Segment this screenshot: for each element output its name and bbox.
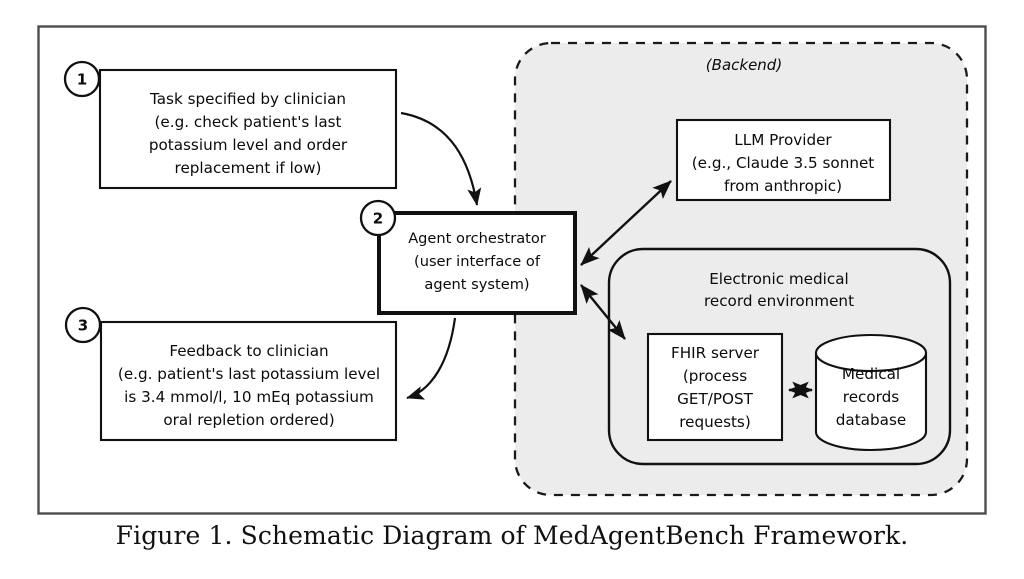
arrow-orchestrator-emr [580, 284, 626, 340]
llm-provider-line2: (e.g., Claude 3.5 sonnet [692, 154, 875, 172]
figure-caption: Figure 1. Schematic Diagram of MedAgentB… [115, 521, 909, 550]
arrow-orchestrator-to-feedback [406, 317, 457, 400]
feedback-box-line1: Feedback to clinician [169, 342, 328, 360]
database-cylinder [814, 333, 928, 452]
fhir-server-line2: (process [683, 367, 747, 385]
arrow-task-to-orchestrator [400, 111, 482, 206]
arrow-orchestrator-llm [580, 180, 672, 266]
orchestrator-line1: Agent orchestrator [408, 230, 546, 247]
fhir-server-line3: GET/POST [677, 390, 754, 408]
feedback-box-line4: oral repletion ordered) [163, 411, 334, 429]
llm-provider-line1: LLM Provider [734, 131, 832, 149]
step-badge-2: 2 [359, 199, 397, 237]
database-line1: Medical [842, 365, 900, 383]
task-box-line2: (e.g. check patient's last [154, 113, 341, 131]
feedback-box-line2: (e.g. patient's last potassium level [118, 365, 380, 383]
fhir-server-line4: requests) [679, 413, 751, 431]
database-line3: database [836, 411, 906, 429]
fhir-server-line1: FHIR server [671, 344, 760, 362]
feedback-box [99, 320, 398, 442]
llm-provider-line3: from anthropic) [724, 177, 842, 195]
emr-region-label-line1: Electronic medical [709, 270, 849, 288]
step-badge-1: 1 [63, 60, 101, 98]
svg-text:2: 2 [373, 210, 383, 228]
llm-provider-box [675, 118, 892, 202]
svg-text:1: 1 [77, 71, 87, 89]
orchestrator-line2: (user interface of [414, 253, 541, 270]
fhir-server-box [646, 332, 784, 442]
backend-region-label: (Backend) [706, 56, 782, 74]
database-line2: records [843, 388, 900, 406]
emr-region-label-line2: record environment [704, 292, 854, 310]
orchestrator-box [377, 211, 577, 315]
feedback-box-line3: is 3.4 mmol/l, 10 mEq potassium [124, 388, 374, 406]
svg-text:3: 3 [78, 317, 88, 335]
orchestrator-line3: agent system) [424, 276, 529, 293]
step-badge-3: 3 [64, 306, 102, 344]
task-box-line3: potassium level and order [149, 136, 348, 154]
task-box [98, 68, 398, 190]
task-box-line4: replacement if low) [175, 159, 322, 177]
task-box-line1: Task specified by clinician [149, 90, 346, 108]
